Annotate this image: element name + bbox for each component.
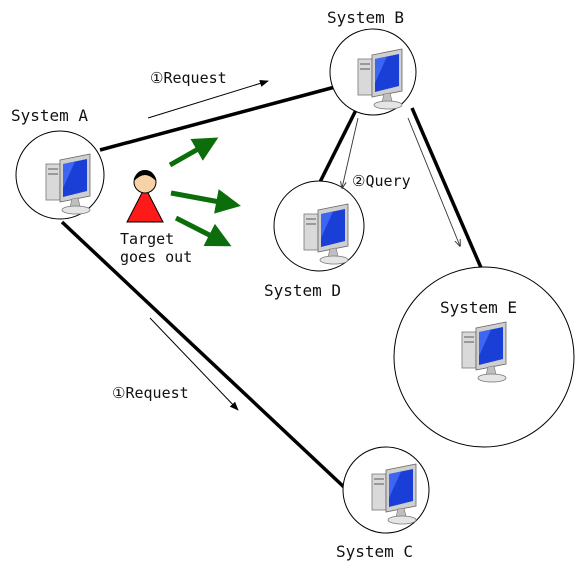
link-a-b	[99, 85, 336, 152]
target-label-line1: Target	[120, 230, 174, 248]
person-icon	[126, 170, 164, 223]
link-b-e	[410, 107, 484, 271]
node-a-label: System A	[11, 106, 88, 125]
request-arrow-bottom	[149, 317, 239, 411]
movement-arrow	[168, 137, 219, 168]
query-arrow-e	[407, 117, 460, 246]
request-arrow-top	[147, 79, 269, 119]
node-e-label: System E	[440, 298, 517, 317]
target-label-line2: goes out	[120, 248, 192, 266]
movement-arrow	[174, 215, 232, 247]
request-label-bottom: ①Request	[112, 384, 189, 402]
link-a-c	[60, 220, 347, 490]
node-d-label: System D	[264, 281, 341, 300]
query-label: ②Query	[352, 172, 411, 190]
node-c-label: System C	[336, 542, 413, 561]
link-b-d	[316, 109, 358, 187]
query-arrow	[342, 117, 359, 188]
node-b-label: System B	[327, 8, 404, 27]
movement-arrow	[170, 189, 241, 214]
request-label-top: ①Request	[150, 69, 227, 87]
